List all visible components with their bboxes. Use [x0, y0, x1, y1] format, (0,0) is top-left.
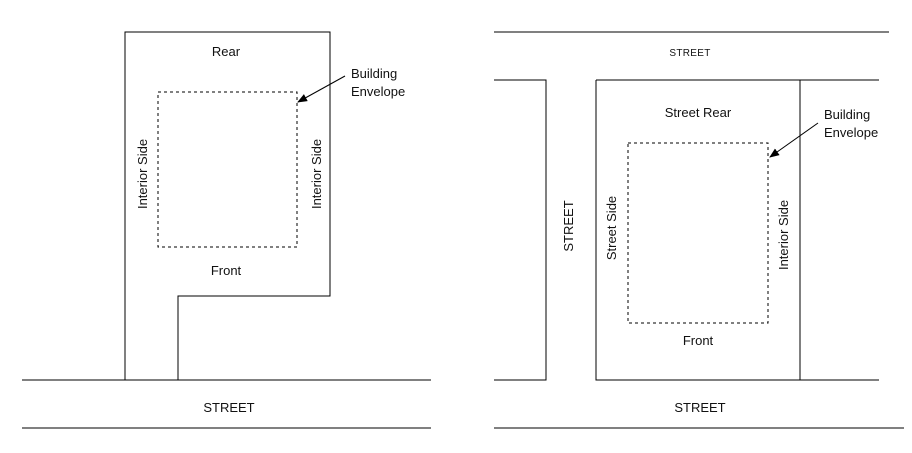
street-left-label: STREET	[561, 200, 576, 251]
building-envelope-arrow	[297, 75, 346, 103]
building-envelope-arrow	[769, 122, 819, 158]
street-bottom-label: STREET	[674, 400, 725, 415]
building-envelope-label-line2: Envelope	[824, 125, 878, 140]
building-envelope-label-line1: Building	[824, 107, 870, 122]
street-side-label: Street Side	[604, 196, 619, 260]
interior-lot-diagram: Rear Interior Side Interior Side Front B…	[22, 31, 431, 429]
rear-label: Rear	[212, 44, 241, 59]
lot-boundary	[124, 31, 331, 380]
street-top-label: STREET	[669, 48, 710, 59]
building-envelope-rect	[157, 91, 298, 248]
front-label: Front	[683, 333, 714, 348]
interior-side-right-label: Interior Side	[309, 139, 324, 209]
interior-side-left-label: Interior Side	[135, 139, 150, 209]
interior-side-label: Interior Side	[776, 200, 791, 270]
street-rear-label: Street Rear	[665, 105, 732, 120]
corner-lot-diagram: STREET Street Rear Street Side Interior …	[494, 31, 904, 429]
street-label: STREET	[203, 400, 254, 415]
building-envelope-label-line2: Envelope	[351, 84, 405, 99]
building-envelope-label-line1: Building	[351, 66, 397, 81]
lot-boundary-left-bottom	[595, 80, 879, 381]
building-envelope-rect	[627, 142, 769, 324]
front-label: Front	[211, 263, 242, 278]
left-street-block-outline	[494, 79, 547, 381]
